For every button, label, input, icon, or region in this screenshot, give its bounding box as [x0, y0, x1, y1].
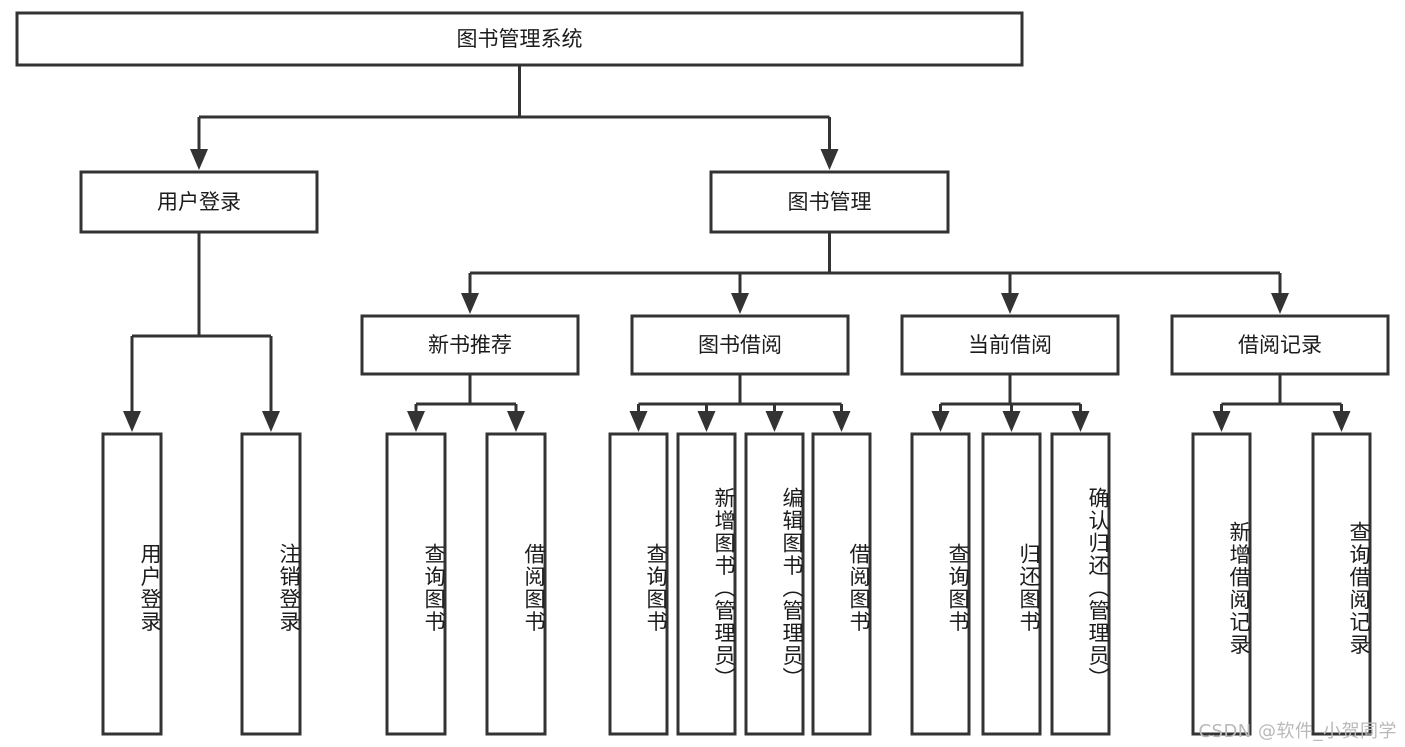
- node-leaf-return-book[interactable]: [981, 432, 1042, 736]
- node-root-label: 图书管理系统: [457, 27, 583, 51]
- node-leaf-query-book-2[interactable]: [608, 432, 669, 736]
- node-new-book-recommend-label: 新书推荐: [428, 333, 512, 357]
- node-book-manage[interactable]: [709, 170, 950, 234]
- node-borrow-record-label: 借阅记录: [1238, 333, 1322, 357]
- node-leaf-edit-book[interactable]: [744, 432, 805, 736]
- node-leaf-borrow-book-1[interactable]: [485, 432, 547, 736]
- node-leaf-user-logout[interactable]: [240, 432, 302, 736]
- node-root[interactable]: [15, 11, 1024, 67]
- connector-group: [123, 65, 1351, 432]
- node-new-book-recommend[interactable]: [360, 314, 580, 376]
- node-book-borrow-label: 图书借阅: [698, 333, 782, 357]
- node-leaf-add-record[interactable]: [1191, 432, 1252, 736]
- node-box-group: [15, 11, 1390, 736]
- node-book-borrow[interactable]: [630, 314, 850, 376]
- node-leaf-add-book[interactable]: [676, 432, 737, 736]
- node-leaf-user-login[interactable]: [101, 432, 163, 736]
- node-user-login[interactable]: [79, 170, 319, 234]
- node-borrow-record[interactable]: [1170, 314, 1390, 376]
- node-leaf-query-book-1[interactable]: [385, 432, 447, 736]
- node-current-borrow-label: 当前借阅: [968, 333, 1052, 357]
- node-book-manage-label: 图书管理: [788, 190, 872, 214]
- node-leaf-query-record[interactable]: [1311, 432, 1372, 736]
- node-current-borrow[interactable]: [900, 314, 1120, 376]
- csdn-watermark: CSDN @软件_小贺同学: [1198, 721, 1397, 742]
- node-leaf-borrow-book-2[interactable]: [811, 432, 872, 736]
- node-leaf-query-book-3[interactable]: [910, 432, 971, 736]
- node-user-login-label: 用户登录: [157, 190, 241, 214]
- node-leaf-confirm-return[interactable]: [1050, 432, 1111, 736]
